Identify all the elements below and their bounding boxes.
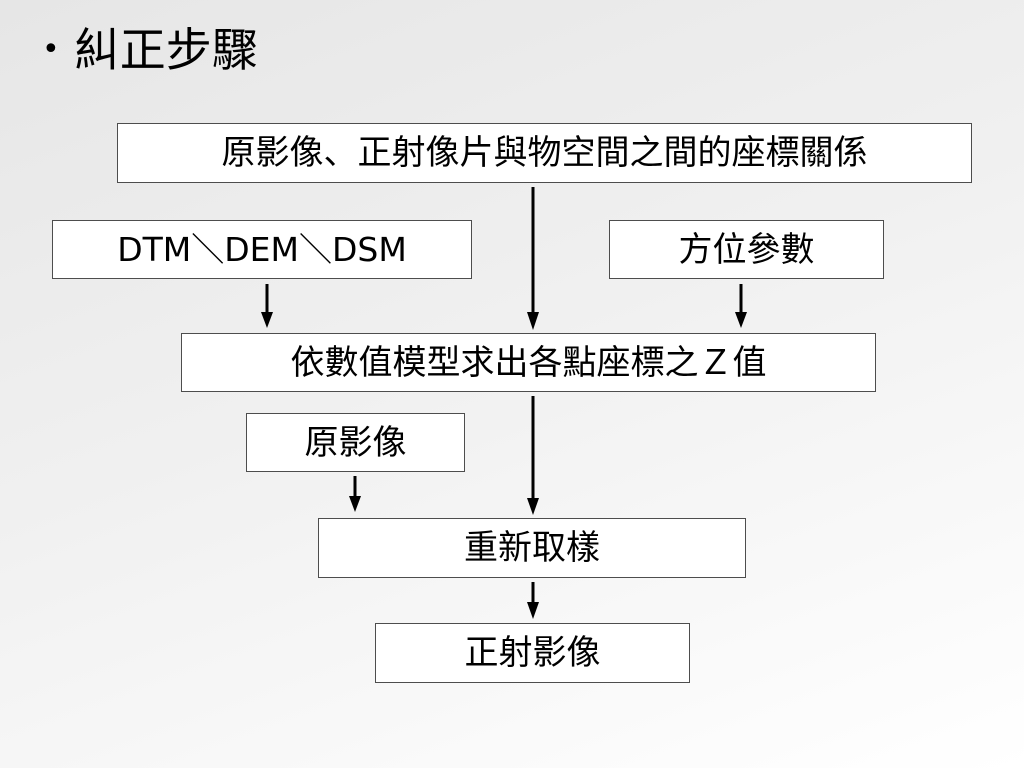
box-coordinate-relation: 原影像、正射像片與物空間之間的座標關係	[117, 123, 972, 183]
arrow-dem-to-z	[261, 284, 273, 328]
title-text: 糾正步驟	[73, 23, 258, 77]
box-orthoimage: 正射影像	[375, 623, 690, 683]
arrow-relation-to-z	[527, 187, 539, 330]
arrow-original-to-resampling	[349, 476, 361, 512]
bullet: •	[42, 32, 60, 67]
box-orientation-parameters: 方位參數	[609, 220, 884, 279]
box-elevation-models: DTM＼DEM＼DSM	[52, 220, 472, 279]
arrow-orientation-to-z	[735, 284, 747, 328]
arrow-resampling-to-ortho	[527, 582, 539, 619]
arrow-z-to-resampling	[527, 396, 539, 515]
box-resampling: 重新取樣	[318, 518, 746, 578]
slide-title: • 糾正步驟	[42, 18, 258, 82]
box-compute-z: 依數值模型求出各點座標之Ｚ值	[181, 333, 876, 392]
box-original-image: 原影像	[246, 413, 465, 472]
